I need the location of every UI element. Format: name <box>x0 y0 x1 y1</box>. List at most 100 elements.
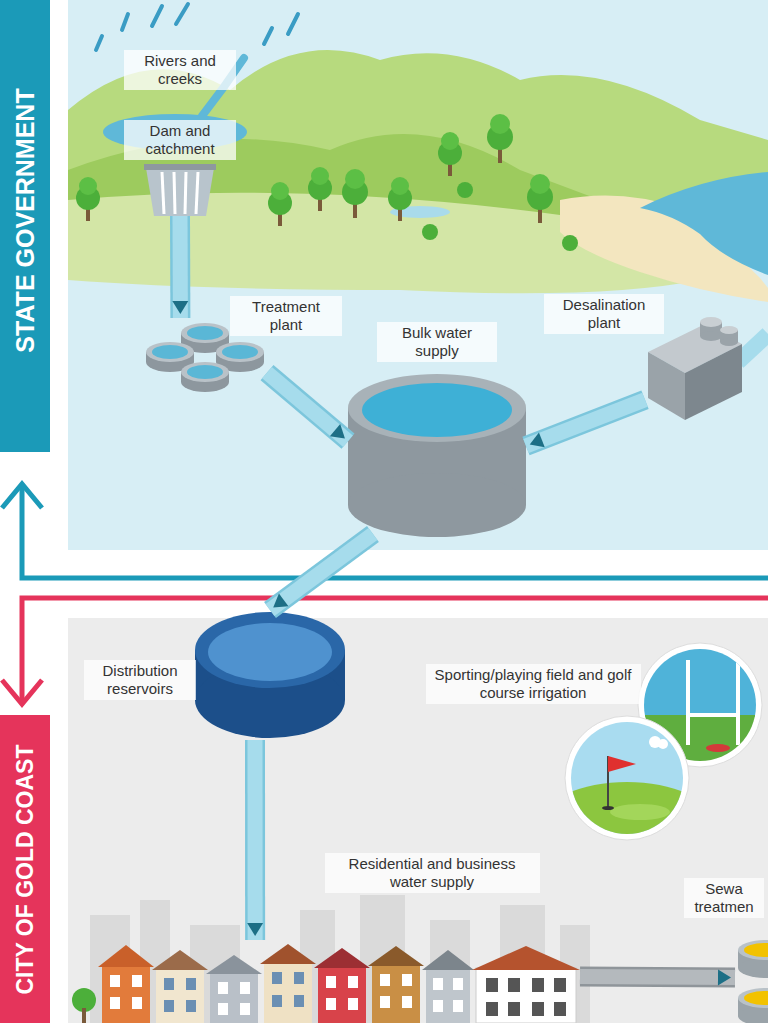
golf-course-icon <box>542 716 712 862</box>
sewage-plant: Sewa treatmen <box>735 932 768 1023</box>
houses <box>472 946 580 1023</box>
houses <box>260 944 316 964</box>
tree <box>562 235 578 251</box>
treatment-tanks <box>187 365 223 379</box>
tree <box>490 114 510 134</box>
houses <box>260 944 316 1023</box>
sewage-tanks <box>738 988 768 1008</box>
state-panel <box>68 0 768 550</box>
state-boundary-arrow <box>2 484 42 508</box>
houses <box>132 975 142 987</box>
rugby-field-icon <box>686 660 690 745</box>
houses <box>368 946 424 1023</box>
houses <box>210 972 258 1023</box>
skyline <box>90 895 590 1023</box>
state-boundary-arrow <box>2 484 768 578</box>
houses <box>164 978 174 990</box>
tree <box>441 132 459 150</box>
houses <box>372 964 420 1023</box>
pipe-outline <box>170 216 190 318</box>
desalination-machine <box>648 352 685 420</box>
houses <box>348 998 358 1010</box>
golf-course-icon <box>542 720 712 862</box>
desalination-machine <box>720 338 738 346</box>
flow-arrowhead <box>273 593 288 607</box>
houses <box>314 948 370 968</box>
houses <box>426 968 470 1023</box>
city-panel <box>68 618 768 1023</box>
houses <box>186 978 196 990</box>
houses <box>486 978 498 992</box>
sports-irrigation: Sporting/playing field and golf course i… <box>563 641 768 843</box>
houses <box>368 946 424 966</box>
tree <box>271 182 289 200</box>
rain <box>96 4 298 50</box>
bulk-tank <box>348 473 526 537</box>
dam-wall <box>174 172 175 214</box>
treatment-tanks <box>216 342 264 362</box>
flow-arrowhead <box>530 432 545 447</box>
sewage-tanks <box>744 991 768 1005</box>
water-pipe <box>247 740 263 940</box>
houses <box>380 996 390 1008</box>
pipe-outline <box>267 373 348 442</box>
houses <box>294 972 304 984</box>
houses <box>98 945 154 967</box>
city-panel <box>68 618 768 1023</box>
treatment-tanks <box>187 326 223 340</box>
dam-wall <box>185 172 186 214</box>
sewage-tanks <box>738 1006 768 1023</box>
city-boundary-arrow <box>2 680 42 704</box>
houses <box>272 972 282 984</box>
pipe-outline <box>270 534 373 610</box>
houses <box>532 978 544 992</box>
bulk-tank <box>348 374 526 537</box>
state-boundary-arrow <box>22 488 768 578</box>
tree <box>422 224 438 240</box>
rugby-field-icon <box>706 744 730 752</box>
flow-arrowhead <box>172 301 188 314</box>
dam-wall <box>196 172 198 214</box>
houses <box>82 1008 86 1023</box>
pipe-outline <box>526 400 645 446</box>
houses <box>72 944 580 1023</box>
houses <box>186 1000 196 1012</box>
houses <box>132 997 142 1009</box>
houses <box>402 996 412 1008</box>
houses <box>318 966 366 1023</box>
node-label: Bulk water supply <box>377 322 497 362</box>
houses <box>472 946 580 970</box>
houses <box>532 1002 544 1016</box>
city-band <box>0 715 50 1023</box>
distribution-reservoir: Distribution reservoirs <box>195 610 345 740</box>
golf-course-icon <box>658 739 668 749</box>
label-text: Rivers and creeks <box>130 52 230 88</box>
treatment-tanks <box>152 345 188 359</box>
coast <box>640 172 768 275</box>
houses <box>380 974 390 986</box>
residential-area: Residential and business water supply <box>70 940 580 1023</box>
rain <box>176 4 188 24</box>
bulk-water-tank: Bulk water supply <box>348 374 526 534</box>
bulk-tank <box>362 383 512 437</box>
houses <box>294 995 304 1007</box>
rugby-field-icon <box>688 713 738 717</box>
houses <box>206 955 262 1023</box>
houses <box>110 975 120 987</box>
houses <box>326 998 336 1010</box>
pipe-body <box>526 400 645 446</box>
golf-course-icon <box>602 806 614 810</box>
houses <box>402 974 412 986</box>
sewage-tanks <box>738 940 768 1023</box>
houses <box>206 955 262 974</box>
houses <box>218 1003 228 1015</box>
houses <box>508 978 520 992</box>
houses <box>218 982 228 994</box>
state-band <box>0 0 50 452</box>
tree <box>457 182 473 198</box>
rugby-field-icon <box>736 660 740 745</box>
flow-arrowhead <box>330 424 345 439</box>
distribution-reservoir-tank <box>195 612 345 738</box>
pipe-outline <box>580 967 735 988</box>
